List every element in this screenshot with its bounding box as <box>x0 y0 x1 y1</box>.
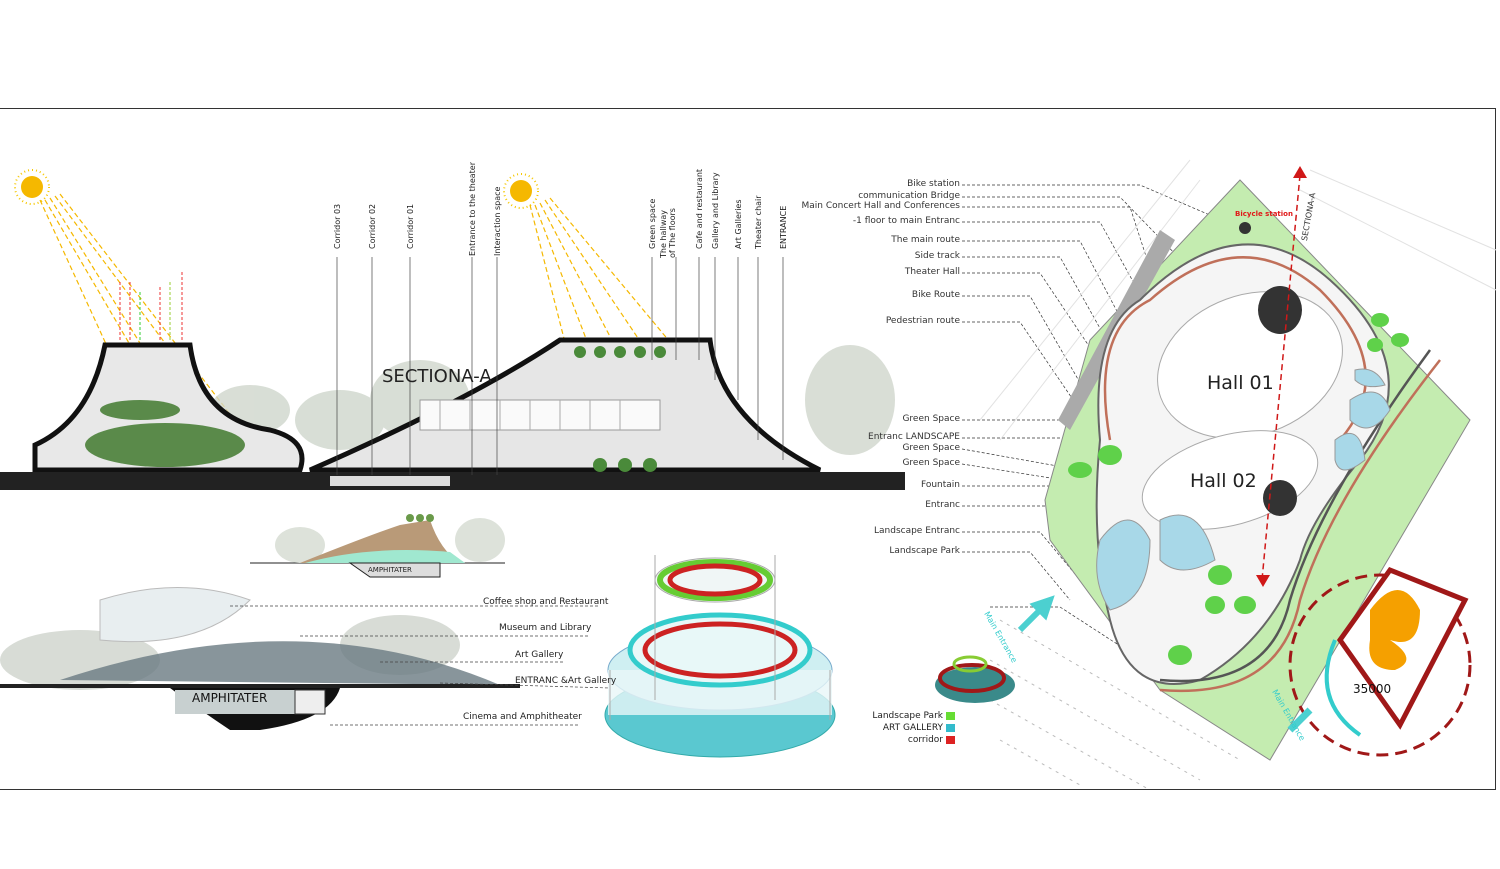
legend-label: corridor <box>907 735 943 745</box>
legend-label: ART GALLERY <box>882 723 943 733</box>
label-bike-route: Bike Route <box>911 290 960 300</box>
ring-diagram <box>604 555 836 758</box>
label-gallery-library: Gallery and Library <box>711 172 720 249</box>
bicycle-station-label: Bicycle station <box>1235 210 1293 218</box>
label-pedestrian-route: Pedestrian route <box>885 316 960 326</box>
callout-cinema: Cinema and Amphitheater <box>463 712 582 722</box>
label-green-space-1: Green Space <box>902 414 960 424</box>
hall-02-label: Hall 02 <box>1190 470 1257 492</box>
label-corridor-01: Corridor 01 <box>406 203 415 249</box>
legend-item-art-gallery: ART GALLERY <box>835 723 955 733</box>
label-cafe: Cafe and restaurant <box>695 168 704 249</box>
hall-01-label: Hall 01 <box>1207 372 1274 394</box>
callout-art-gallery: Art Gallery <box>515 650 564 660</box>
label-entrance-theater: Entrance to the theater <box>468 161 477 256</box>
sun-icon-right <box>503 173 539 209</box>
label-theater-hall: Theater Hall <box>904 267 960 277</box>
legend-item-landscape-park: Landscape Park <box>835 711 955 721</box>
label-bike-station: Bike station <box>907 179 960 189</box>
legend-swatch <box>946 723 955 732</box>
callout-entranc-art-gallery: ENTRANC &Art Gallery <box>515 676 617 686</box>
label-green-space: Green space <box>648 198 657 249</box>
drawing-frame <box>0 108 1496 790</box>
sun-icon-left <box>14 169 50 205</box>
section-leader-lines <box>336 257 784 475</box>
label-art-galleries: Art Galleries <box>734 199 743 249</box>
label-floor-entrance: -1 floor to main Entranc <box>852 216 960 226</box>
small-section-label: AMPHITATER <box>368 566 412 574</box>
label-green-space-2: Green Space <box>902 443 960 453</box>
section-building-left <box>32 342 305 473</box>
plaza-boundary <box>1288 573 1472 757</box>
callout-coffee-shop: Coffee shop and Restaurant <box>483 597 609 607</box>
label-hallway: The hallway of The floors <box>659 208 677 258</box>
airflow-arrows <box>119 270 183 340</box>
label-landscape-entranc: Landscape Entranc <box>874 526 960 536</box>
section-title: SECTIONA-A <box>382 366 492 387</box>
building-render <box>0 587 520 730</box>
render-amphitheater-label: AMPHITATER <box>192 691 268 705</box>
site-plan <box>979 159 1497 791</box>
callout-museum-library: Museum and Library <box>499 623 592 633</box>
label-entranc-landscape: Entranc LANDSCAPE <box>868 432 960 442</box>
legend-swatch <box>946 735 955 744</box>
render-leader-lines <box>230 605 611 726</box>
section-cut-line <box>1261 174 1301 581</box>
label-fountain: Fountain <box>920 480 960 490</box>
label-communication-bridge: communication Bridge <box>858 191 960 201</box>
label-side-track: Side track <box>914 251 960 261</box>
legend-item-corridor: corridor <box>835 735 955 745</box>
label-entranc: Entranc <box>925 500 960 510</box>
capacity-label: 35000 <box>1353 682 1392 696</box>
small-section <box>250 514 505 578</box>
label-main-concert-hall: Main Concert Hall and Conferences <box>801 201 960 211</box>
label-interaction-space: Interaction space <box>493 186 502 256</box>
legend-swatch <box>946 711 955 720</box>
section-building-main <box>308 337 822 473</box>
label-corridor-03: Corridor 03 <box>333 203 342 249</box>
label-green-space-3: Green Space <box>902 458 960 468</box>
label-corridor-02: Corridor 02 <box>368 203 377 249</box>
label-landscape-park: Landscape Park <box>889 546 960 556</box>
mini-ring-diagram <box>935 655 1015 703</box>
ground-line <box>0 472 905 490</box>
label-main-route: The main route <box>891 235 960 245</box>
legend-label: Landscape Park <box>872 711 943 721</box>
